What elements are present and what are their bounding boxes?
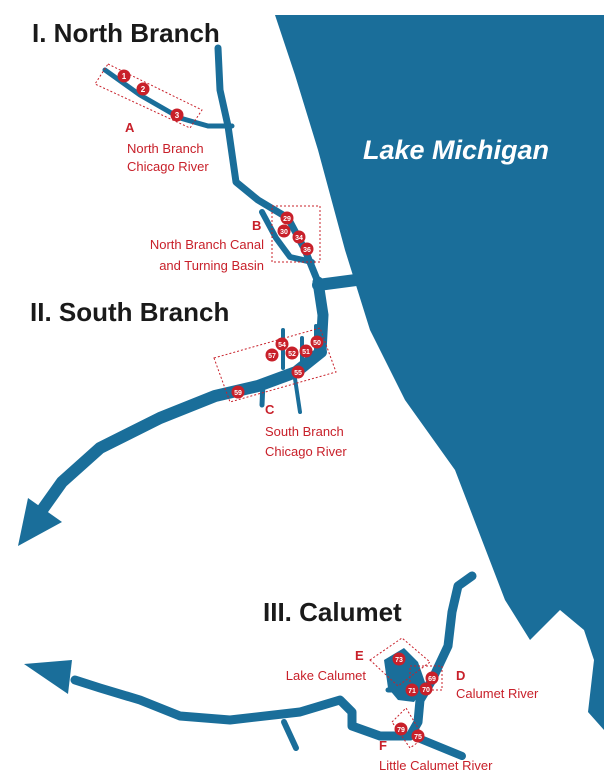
site-marker-70[interactable]: 70 bbox=[419, 682, 433, 696]
site-marker-34-label: 34 bbox=[295, 235, 303, 242]
area-b-label-line1: North Branch Canal bbox=[150, 237, 264, 252]
south-branch-river bbox=[29, 346, 327, 526]
channel-to-lake bbox=[312, 274, 362, 291]
area-a-label-line1: North Branch bbox=[127, 141, 204, 156]
section-title-calumet: III. Calumet bbox=[263, 597, 402, 627]
little-calumet-arrow bbox=[24, 660, 72, 694]
little-calumet-branch-east bbox=[414, 734, 466, 760]
lake-michigan bbox=[275, 15, 604, 730]
north-branch-canal bbox=[259, 209, 315, 265]
section-title-south-branch: II. South Branch bbox=[30, 297, 229, 327]
site-marker-75-label: 75 bbox=[414, 734, 422, 741]
site-marker-55-label: 55 bbox=[294, 370, 302, 377]
area-b-box bbox=[271, 205, 321, 263]
site-marker-69-label: 69 bbox=[428, 676, 436, 683]
site-marker-51-label: 51 bbox=[302, 349, 310, 356]
site-marker-57[interactable]: 57 bbox=[265, 348, 279, 362]
site-marker-29[interactable]: 29 bbox=[280, 211, 294, 225]
site-marker-3[interactable]: 3 bbox=[170, 108, 184, 122]
site-marker-55[interactable]: 55 bbox=[291, 365, 305, 379]
area-a-letter: A bbox=[125, 120, 135, 135]
area-c-box bbox=[213, 327, 337, 403]
site-marker-36-label: 36 bbox=[303, 247, 311, 254]
site-marker-73[interactable]: 73 bbox=[392, 652, 406, 666]
site-marker-75[interactable]: 75 bbox=[411, 729, 425, 743]
site-marker-3-label: 3 bbox=[175, 111, 180, 120]
site-marker-50[interactable]: 50 bbox=[310, 335, 324, 349]
site-marker-52[interactable]: 52 bbox=[285, 346, 299, 360]
area-a-box bbox=[94, 63, 203, 129]
site-marker-2[interactable]: 2 bbox=[136, 82, 150, 96]
site-marker-29-label: 29 bbox=[283, 216, 291, 223]
area-f-letter: F bbox=[379, 738, 387, 753]
lake-michigan-label: Lake Michigan bbox=[363, 135, 549, 165]
lake-calumet bbox=[384, 648, 426, 702]
site-marker-59-label: 59 bbox=[234, 390, 242, 397]
area-e-box bbox=[369, 637, 431, 687]
area-b-label-line2: and Turning Basin bbox=[159, 258, 264, 273]
area-d-label: Calumet River bbox=[456, 686, 539, 701]
site-marker-1-label: 1 bbox=[122, 72, 127, 81]
site-marker-54-label: 54 bbox=[278, 342, 286, 349]
site-marker-52-label: 52 bbox=[288, 351, 296, 358]
area-f-box bbox=[391, 707, 425, 749]
site-marker-69[interactable]: 69 bbox=[425, 671, 439, 685]
area-e-letter: E bbox=[355, 648, 364, 663]
site-marker-2-label: 2 bbox=[141, 85, 146, 94]
site-marker-57-label: 57 bbox=[268, 353, 276, 360]
area-a-label-line2: Chicago River bbox=[127, 159, 209, 174]
site-marker-79[interactable]: 79 bbox=[394, 722, 408, 736]
site-marker-50-label: 50 bbox=[313, 340, 321, 347]
site-marker-34[interactable]: 34 bbox=[292, 230, 306, 244]
south-branch-arrow bbox=[18, 498, 62, 546]
site-marker-71[interactable]: 71 bbox=[405, 683, 419, 697]
site-marker-30[interactable]: 30 bbox=[277, 224, 291, 238]
site-marker-71-label: 71 bbox=[408, 688, 416, 695]
site-marker-79-label: 79 bbox=[397, 727, 405, 734]
area-e-label: Lake Calumet bbox=[286, 668, 367, 683]
site-marker-73-label: 73 bbox=[395, 657, 403, 664]
site-marker-59[interactable]: 59 bbox=[231, 385, 245, 399]
area-f-label: Little Calumet River bbox=[379, 758, 493, 773]
little-calumet-river bbox=[70, 675, 415, 741]
site-marker-54[interactable]: 54 bbox=[275, 337, 289, 351]
site-marker-1[interactable]: 1 bbox=[117, 69, 131, 83]
area-c-label-line2: Chicago River bbox=[265, 444, 347, 459]
site-marker-36[interactable]: 36 bbox=[300, 242, 314, 256]
section-title-north-branch: I. North Branch bbox=[32, 18, 220, 48]
south-branch-slip-4 bbox=[259, 379, 266, 408]
site-marker-70-label: 70 bbox=[422, 687, 430, 694]
calumet-river bbox=[405, 571, 477, 741]
site-marker-51[interactable]: 51 bbox=[299, 344, 313, 358]
south-branch-slip-5 bbox=[292, 370, 302, 414]
area-c-letter: C bbox=[265, 402, 275, 417]
little-calumet-branch-west bbox=[281, 719, 299, 751]
site-marker-30-label: 30 bbox=[280, 229, 288, 236]
area-b-letter: B bbox=[252, 218, 261, 233]
area-d-letter: D bbox=[456, 668, 465, 683]
area-c-label-line1: South Branch bbox=[265, 424, 344, 439]
